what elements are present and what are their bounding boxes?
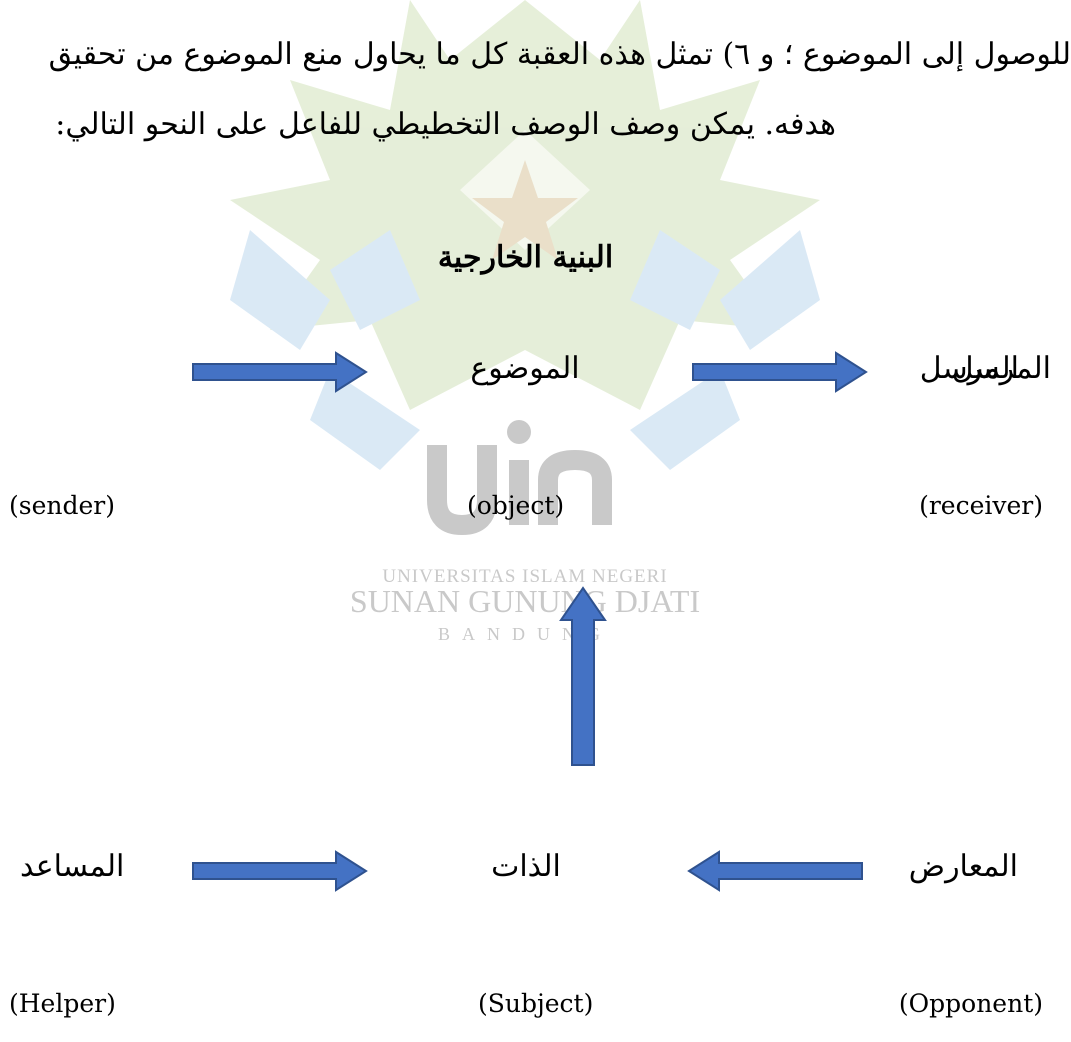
receiver-label-en: (receiver): [919, 491, 1043, 520]
arrow-helper-to-subject: [192, 850, 368, 892]
watermark-line1: UNIVERSITAS ISLAM NEGERI: [382, 566, 667, 587]
receiver-label-ar: المرسل: [919, 351, 1019, 386]
arrow-object-to-receiver: [692, 351, 868, 393]
diagram-title: البنية الخارجية: [437, 240, 614, 275]
watermark-line2: SUNAN GUNUNG DJATI: [350, 583, 700, 619]
helper-label-ar: المساعد: [20, 849, 125, 884]
paragraph-line-1: للوصول إلى الموضوع ؛ و ٦) تمثل هذه العقب…: [48, 37, 1071, 72]
opponent-label-en: (Opponent): [898, 989, 1043, 1018]
arrow-sender-to-object: [192, 351, 368, 393]
object-label-ar: الموضوع: [470, 351, 580, 386]
paragraph-line-2: هدفه. يمكن وصف الوصف التخطيطي للفاعل على…: [55, 107, 836, 142]
opponent-label-ar: المعارض: [908, 849, 1018, 884]
object-label-en: (object): [467, 491, 565, 520]
subject-label-en: (Subject): [478, 989, 594, 1018]
subject-label-ar: الذات: [491, 849, 561, 884]
helper-label-en: (Helper): [9, 989, 116, 1018]
arrow-subject-to-object: [559, 586, 607, 766]
sender-label-ar: المرسل: [951, 351, 1051, 386]
sender-label-en: (sender): [9, 491, 115, 520]
arrow-opponent-to-subject: [687, 850, 863, 892]
